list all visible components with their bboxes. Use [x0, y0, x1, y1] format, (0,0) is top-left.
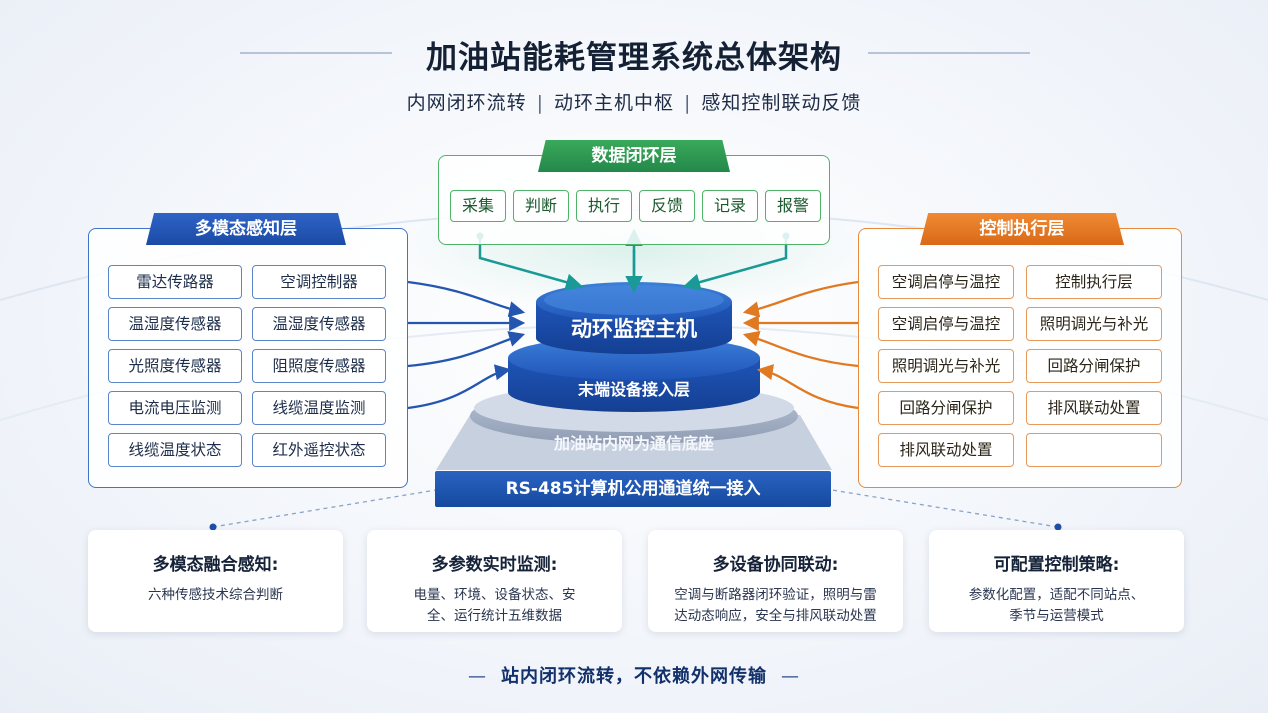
control-item-empty [1026, 433, 1162, 467]
loop-item: 采集 [450, 190, 506, 222]
loop-item: 执行 [576, 190, 632, 222]
feature-line: 全、运行统计五维数据 [427, 608, 562, 624]
page-subtitle: 内网闭环流转 | 动环主机中枢 | 感知控制联动反馈 [0, 88, 1268, 115]
control-item: 空调启停与温控 [878, 265, 1014, 299]
control-item: 排风联动处置 [878, 433, 1014, 467]
page-title: 加油站能耗管理系统总体架构 [426, 40, 842, 76]
sensor-item: 阻照度传感器 [252, 349, 386, 383]
footer-dash: — [468, 666, 487, 687]
footer-dash: — [781, 666, 800, 687]
feature-title: 多参数实时监测: [431, 555, 558, 575]
sensor-item: 线缆温度状态 [108, 433, 242, 467]
feature-title: 多设备协同联动: [712, 555, 839, 575]
sensor-item: 线缆温度监测 [252, 391, 386, 425]
subtitle-part: 动环主机中枢 [553, 92, 674, 114]
subtitle-separator: | [684, 92, 692, 114]
loop-item: 报警 [765, 190, 821, 222]
feature-line: 空调与断路器闭环验证，照明与雷 [674, 587, 877, 603]
feature-line: 达动态响应，安全与排风联动处置 [674, 608, 877, 624]
footer-tagline: — 站内闭环流转，不依赖外网传输 — [0, 662, 1268, 688]
feature-line: 季节与运营模式 [1009, 608, 1104, 624]
control-item: 排风联动处置 [1026, 391, 1162, 425]
control-item: 照明调光与补光 [1026, 307, 1162, 341]
control-item: 空调启停与温控 [878, 307, 1014, 341]
host-label: 动环监控主机 [571, 317, 697, 341]
terminal-layer-label: 末端设备接入层 [577, 380, 690, 399]
feature-line: 参数化配置，适配不同站点、 [968, 587, 1145, 603]
sensor-item: 空调控制器 [252, 265, 386, 299]
control-title: 控制执行层 [920, 213, 1124, 245]
data-loop-title: 数据闭环层 [538, 140, 730, 172]
control-item: 回路分闸保护 [1026, 349, 1162, 383]
sensor-item: 红外遥控状态 [252, 433, 386, 467]
sensor-item: 电流电压监测 [108, 391, 242, 425]
subtitle-part: 感知控制联动反馈 [701, 92, 862, 114]
control-item: 控制执行层 [1026, 265, 1162, 299]
control-item: 回路分闸保护 [878, 391, 1014, 425]
sensor-item: 光照度传感器 [108, 349, 242, 383]
subtitle-separator: | [536, 92, 544, 114]
sensor-item: 温湿度传感器 [108, 307, 242, 341]
loop-item: 反馈 [639, 190, 695, 222]
footer-text: 站内闭环流转，不依赖外网传输 [501, 666, 767, 687]
feature-title: 多模态融合感知: [152, 555, 279, 575]
subtitle-part: 内网闭环流转 [406, 92, 527, 114]
loop-item: 判断 [513, 190, 569, 222]
feature-line: 六种传感技术综合判断 [148, 587, 283, 603]
control-item: 照明调光与补光 [878, 349, 1014, 383]
feature-card: 多模态融合感知: 六种传感技术综合判断 [88, 530, 343, 632]
sensor-item: 温湿度传感器 [252, 307, 386, 341]
loop-item: 记录 [702, 190, 758, 222]
feature-line: 电量、环境、设备状态、安 [413, 587, 576, 603]
perception-title: 多模态感知层 [146, 213, 346, 245]
sensor-item: 雷达传路器 [108, 265, 242, 299]
feature-card: 多参数实时监测: 电量、环境、设备状态、安 全、运行统计五维数据 [367, 530, 622, 632]
feature-card: 多设备协同联动: 空调与断路器闭环验证，照明与雷 达动态响应，安全与排风联动处置 [648, 530, 903, 632]
rs485-bus-label: RS-485计算机公用通道统一接入 [435, 471, 831, 507]
feature-title: 可配置控制策略: [993, 555, 1120, 575]
network-base-label: 加油站内网为通信底座 [553, 434, 714, 453]
feature-card: 可配置控制策略: 参数化配置，适配不同站点、 季节与运营模式 [929, 530, 1184, 632]
